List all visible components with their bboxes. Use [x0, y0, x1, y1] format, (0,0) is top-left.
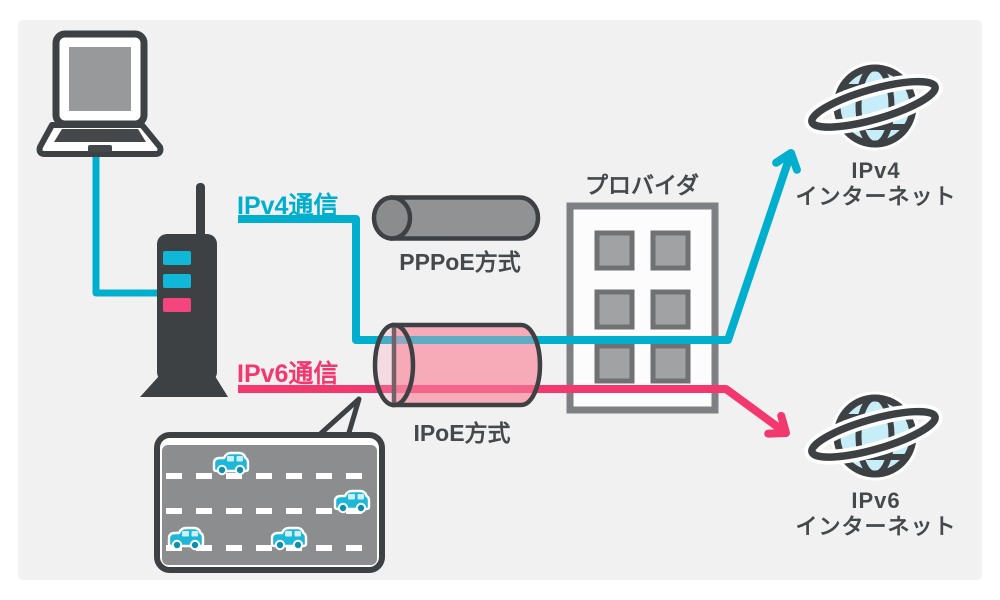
pppoe-method-label: PPPoE方式 — [399, 249, 521, 275]
ipv4-globe-icon — [808, 68, 939, 144]
ipv4-internet-line1: IPv4 — [851, 158, 901, 183]
lane-divider — [166, 508, 373, 514]
ipv4-internet-label: IPv4 インターネット — [793, 158, 959, 210]
car-icon — [212, 451, 250, 476]
ipoe-tube-icon — [372, 322, 543, 408]
highway-speech-bubble — [154, 432, 385, 573]
ipoe-method-label: IPoE方式 — [413, 420, 511, 446]
router-light-cyan-2 — [163, 274, 191, 288]
ipv6-internet-line1: IPv6 — [851, 488, 901, 513]
provider-label: プロバイダ — [584, 172, 700, 198]
router-icon — [140, 183, 228, 397]
ipv4-traffic-label: IPv4通信 — [237, 192, 339, 220]
speech-bubble-tail — [315, 396, 362, 439]
lane-divider — [166, 545, 373, 551]
car-icon — [270, 526, 308, 551]
lane-divider — [166, 473, 373, 479]
provider-building-icon — [566, 202, 719, 414]
router-light-cyan-1 — [163, 251, 191, 265]
car-icon — [167, 526, 205, 551]
highway-road — [162, 445, 377, 565]
laptop-router-cable — [92, 150, 158, 297]
car-icon — [333, 489, 371, 514]
ipv6-internet-line2: インターネット — [795, 513, 957, 539]
ipv6-traffic-label: IPv6通信 — [237, 360, 339, 388]
ipv6-internet-label: IPv6 インターネット — [793, 488, 959, 540]
pppoe-tube-icon — [371, 195, 541, 241]
ipv4-internet-line2: インターネット — [795, 183, 957, 209]
ipv4-path-line — [238, 149, 801, 344]
router-light-pink — [163, 298, 191, 312]
ipv6-globe-icon — [808, 398, 939, 474]
laptop-icon — [36, 30, 164, 157]
ipv6-path-line — [238, 385, 790, 438]
